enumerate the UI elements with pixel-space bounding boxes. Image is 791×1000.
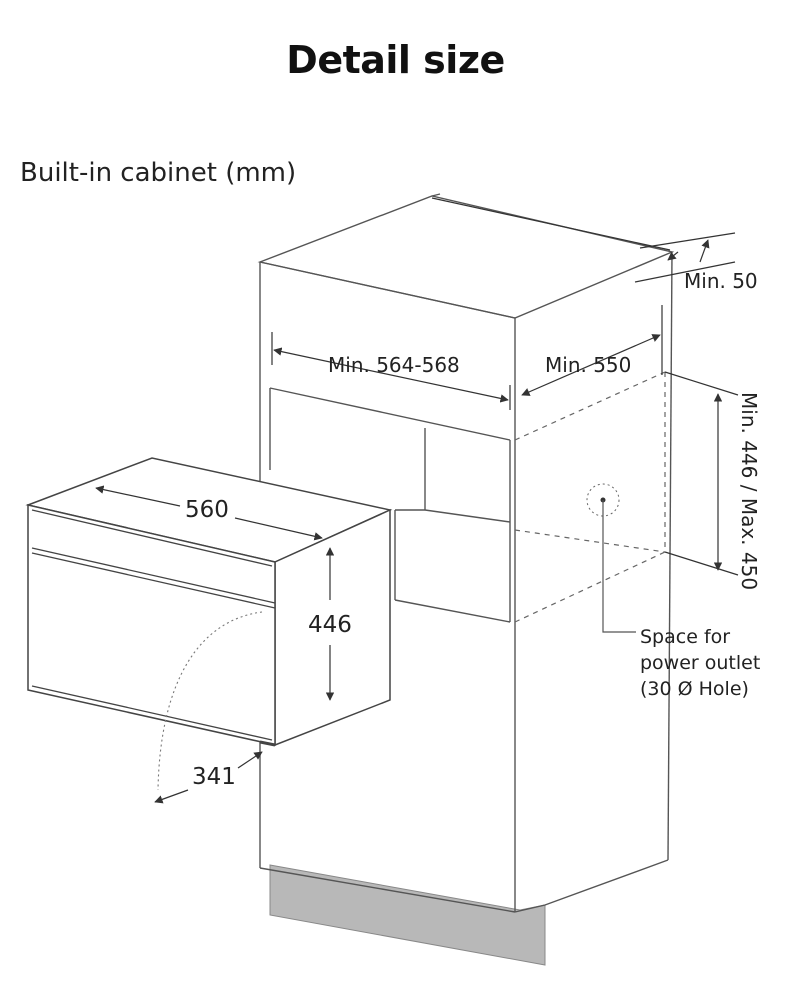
outlet-leader-line <box>602 500 636 633</box>
power-outlet-marker <box>586 483 620 517</box>
dim-cabinet-depth <box>521 305 663 396</box>
dim-rear-clearance <box>431 197 736 283</box>
outlet-note-line1: Space for <box>640 626 730 648</box>
outlet-note-line3: (30 Ø Hole) <box>640 678 749 700</box>
opening-height-label: Min. 446 / Max. 450 <box>737 392 761 590</box>
cabinet-body <box>257 193 675 913</box>
dim-opening-height <box>664 371 739 576</box>
oven-unit <box>25 457 393 747</box>
diagram-subtitle: Built-in cabinet (mm) <box>20 158 297 188</box>
page-title: Detail size <box>286 38 505 82</box>
oven-width-label: 560 <box>185 497 229 523</box>
door-swing-arc <box>157 611 263 791</box>
dim-door-swing <box>154 751 263 804</box>
door-swing-label: 341 <box>192 764 236 790</box>
dim-opening-width <box>271 332 511 410</box>
outlet-note-line2: power outlet <box>640 652 760 674</box>
oven-front-details <box>31 509 276 747</box>
rear-clearance-label: Min. 50 <box>684 269 758 293</box>
dim-oven-width <box>95 485 323 541</box>
cabinet-plinth <box>269 864 546 966</box>
cabinet-depth-label: Min. 550 <box>545 353 631 377</box>
opening-width-label: Min. 564-568 <box>328 353 460 377</box>
niche-side-projection <box>514 371 666 623</box>
oven-height-label: 446 <box>308 612 352 638</box>
